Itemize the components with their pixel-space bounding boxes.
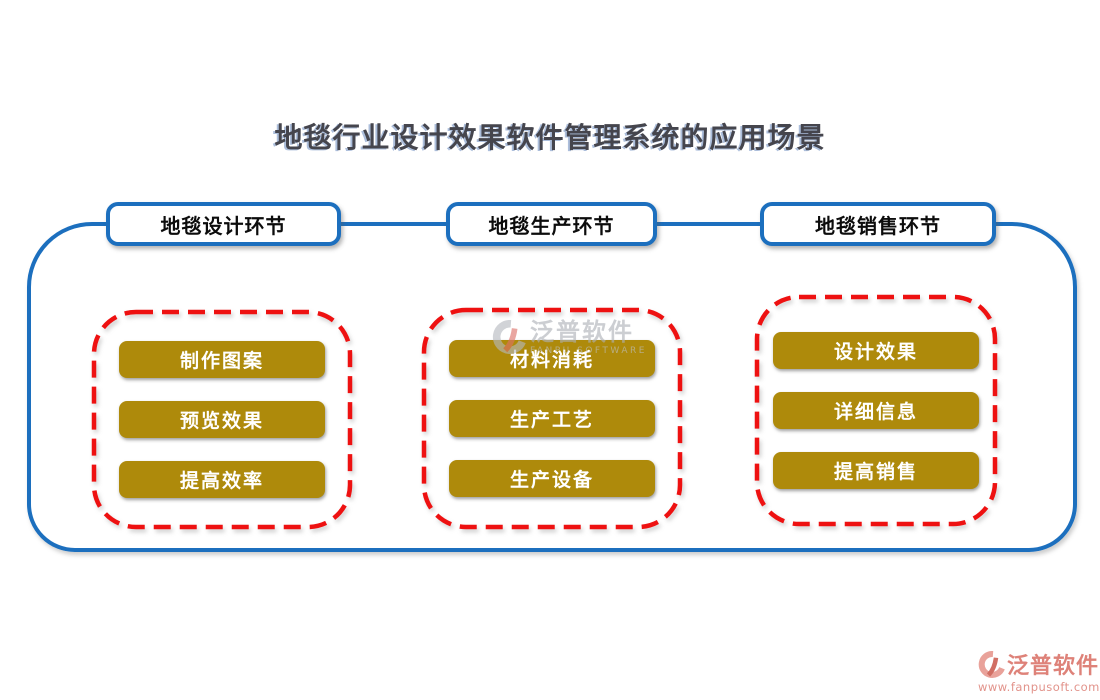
section-items-sales: 设计效果 详细信息 提高销售: [757, 297, 995, 524]
section-header-design: 地毯设计环节: [106, 202, 341, 246]
section-items-production: 材料消耗 生产工艺 生产设备: [424, 310, 680, 527]
footer-logo: 泛普软件 www.fanpusoft.com: [978, 648, 1100, 694]
item-shape: 生产设备: [449, 460, 655, 497]
item-shape: 提高效率: [119, 461, 325, 498]
section-header-label: 地毯销售环节: [815, 213, 941, 238]
section-header-sales: 地毯销售环节: [760, 202, 996, 246]
fanpu-logo-icon: [978, 650, 1005, 678]
section-items-design: 制作图案 预览效果 提高效率: [94, 312, 350, 527]
page-title: 地毯行业设计效果软件管理系统的应用场景: [274, 121, 826, 154]
section-header-production: 地毯生产环节: [446, 202, 657, 246]
item-shape: 详细信息: [773, 392, 979, 429]
item-shape: 设计效果: [773, 332, 979, 369]
section-header-label: 地毯生产环节: [488, 213, 615, 238]
footer-brand: 泛普软件: [1007, 654, 1100, 679]
item-shape: 提高销售: [773, 452, 979, 489]
section-header-label: 地毯设计环节: [160, 213, 287, 238]
footer-url: www.fanpusoft.com: [978, 680, 1100, 694]
item-shape: 预览效果: [119, 401, 325, 438]
item-shape: 材料消耗: [449, 340, 655, 377]
item-shape: 生产工艺: [449, 400, 655, 437]
item-shape: 制作图案: [119, 341, 325, 378]
